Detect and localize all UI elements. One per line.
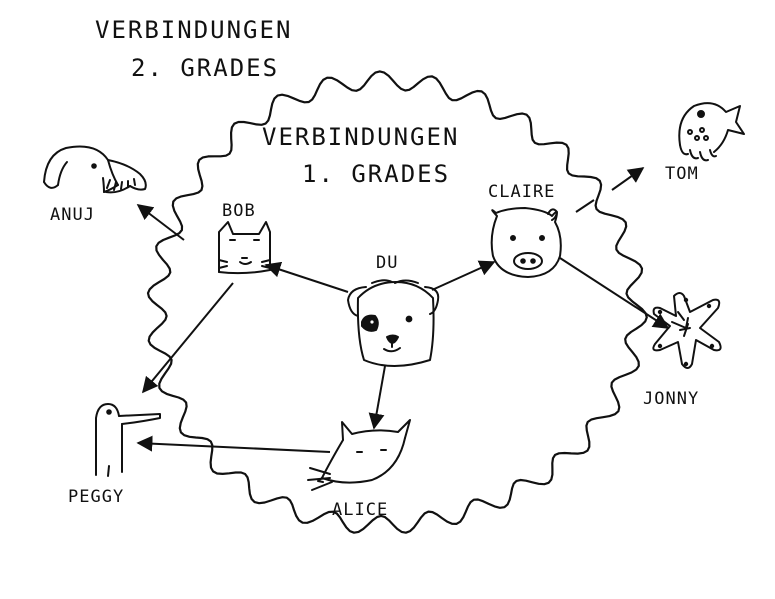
node-label-claire: CLAIRE [488,182,556,202]
dog-icon [347,279,440,367]
node-label-jonny: JONNY [643,389,700,409]
node-label-bob: BOB [222,201,256,221]
edge-du-claire [431,260,496,291]
inner-title-line2: 1. GRADES [302,160,451,188]
edge-claire-tom-a [575,199,595,213]
node-label-anuj: ANUJ [50,205,95,225]
outer-title-line2: 2. GRADES [131,54,280,82]
first-degree-boundary [146,70,648,534]
fish-icon [678,102,745,162]
pig-icon [490,207,562,278]
node-label-tom: TOM [665,164,699,184]
edge-bob-peggy [141,282,234,394]
edges [136,167,670,453]
bird-icon [95,403,161,477]
edge-du-bob [264,261,349,293]
inner-title-line1: VERBINDUNGEN [262,123,460,151]
outer-title-line1: VERBINDUNGEN [95,16,293,44]
edge-claire-jonny [559,257,670,329]
node-label-du: DU [376,253,399,273]
fox-icon [307,419,411,491]
edge-bob-anuj [136,204,185,241]
edge-du-alice [368,365,386,430]
edge-claire-tom-b [611,167,645,191]
elephant-icon [43,145,147,194]
starfish-icon [652,292,722,369]
edge-alice-peggy [136,435,331,453]
cat-icon [218,221,271,275]
node-label-peggy: PEGGY [68,487,125,507]
node-label-alice: ALICE [332,500,389,520]
